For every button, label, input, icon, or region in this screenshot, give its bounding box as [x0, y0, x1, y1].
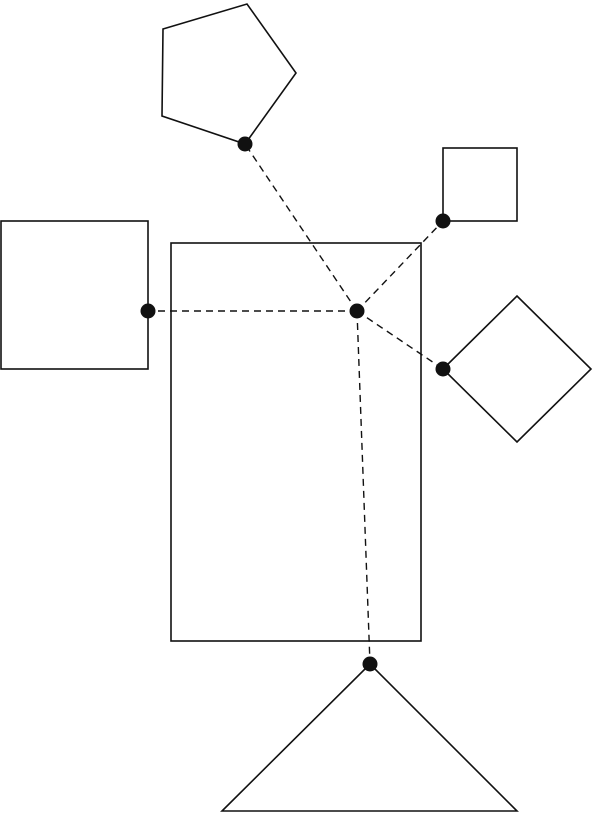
central-rectangle — [170, 242, 422, 642]
anchor-left-square — [140, 303, 156, 319]
anchor-small-square — [435, 213, 451, 229]
connector-diamond — [356, 310, 444, 370]
bottom-triangle — [220, 662, 519, 812]
anchor-diamond — [435, 361, 451, 377]
hub-node — [349, 303, 365, 319]
connector-top-pentagon — [244, 143, 358, 312]
anchor-top-pentagon — [237, 136, 253, 152]
left-square — [0, 220, 149, 370]
diamond — [441, 294, 593, 444]
connector-bottom-triangle — [356, 310, 371, 665]
anchor-bottom-triangle — [362, 656, 378, 672]
top-pentagon — [161, 3, 297, 145]
connector-small-square — [356, 220, 444, 312]
small-square — [442, 147, 518, 222]
